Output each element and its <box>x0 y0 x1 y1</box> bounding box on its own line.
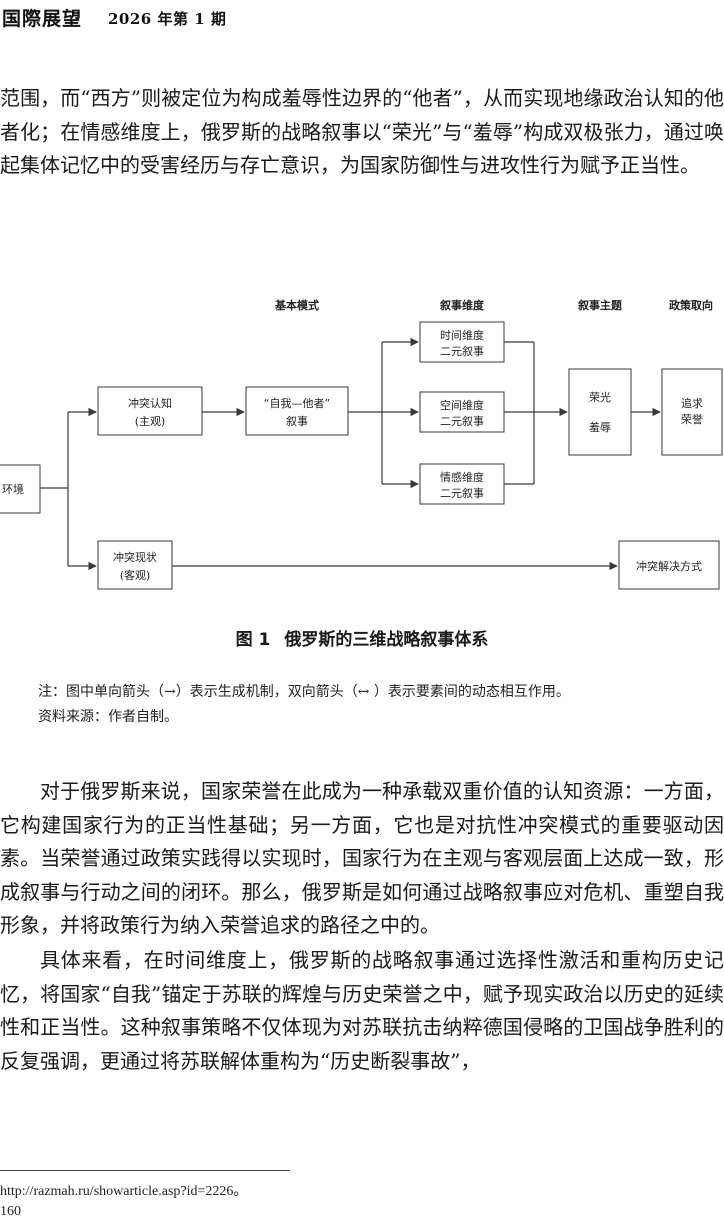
header-basic-mode: 基本模式 <box>274 298 319 312</box>
paragraph-3: 具体来看，在时间维度上，俄罗斯的战略叙事通过选择性激活和重构历史记忆，将国家“自… <box>0 948 724 1073</box>
emotion-dimension-sub: 二元叙事 <box>440 486 484 500</box>
self-other-label: “自我—他者” <box>264 397 330 410</box>
figure-1: 基本模式 叙事维度 叙事主题 政策取向 环境 冲突认知 (主观) “自我—他者”… <box>0 285 724 620</box>
paragraph-2: 对于俄罗斯来说，国家荣誉在此成为一种承载双重价值的认知资源：一方面，它构建国家行… <box>0 779 724 937</box>
conflict-status-label: 冲突现状 <box>113 550 157 564</box>
themes-box <box>568 368 632 456</box>
emotion-dimension-box <box>419 463 505 505</box>
header-narrative-theme: 叙事主题 <box>578 298 623 312</box>
narrative-diagram: 基本模式 叙事维度 叙事主题 政策取向 环境 冲突认知 (主观) “自我—他者”… <box>0 298 723 590</box>
theme-glory: 荣光 <box>589 390 611 404</box>
figure-caption: 图 1 俄罗斯的三维战略叙事体系 <box>0 625 724 650</box>
emotion-dimension-label: 情感维度 <box>440 470 484 484</box>
time-dimension-box <box>419 321 505 363</box>
self-other-box <box>245 386 349 436</box>
environment-box <box>0 464 41 514</box>
figure-source: 资料来源：作者自制。 <box>38 709 178 725</box>
header-narrative-dimension: 叙事维度 <box>440 298 485 312</box>
space-dimension-label: 空间维度 <box>440 398 484 412</box>
conflict-resolution-box <box>618 540 720 590</box>
footnote: http://razmah.ru/showarticle.asp?id=2226… <box>0 1184 248 1199</box>
conflict-cognition-box <box>97 386 203 436</box>
conflict-status-box <box>97 540 173 590</box>
figure-title: 俄罗斯的三维战略叙事体系 <box>284 630 489 650</box>
conflict-cognition-label: 冲突认知 <box>128 396 172 410</box>
time-dimension-sub: 二元叙事 <box>440 344 484 358</box>
paragraph-1: 范围，而“西方”则被定位为构成羞辱性边界的“他者”，从而实现地缘政治认知的他者化… <box>0 86 724 177</box>
header-policy-orientation: 政策取向 <box>669 298 713 312</box>
space-dimension-sub: 二元叙事 <box>440 414 484 428</box>
policy-box <box>661 368 723 456</box>
policy-sub: 荣誉 <box>681 412 703 426</box>
conflict-cognition-sub: (主观) <box>135 415 166 428</box>
space-dimension-box <box>419 391 505 433</box>
time-dimension-label: 时间维度 <box>440 328 484 342</box>
page-number: 160 <box>0 1204 21 1219</box>
figure-number: 图 1 <box>235 630 271 650</box>
journal-logo: 国際展望 <box>2 8 83 30</box>
theme-humiliation: 羞辱 <box>589 420 611 434</box>
footnote-rule <box>0 1170 290 1171</box>
self-other-sub: 叙事 <box>286 414 308 428</box>
page-header: 国際展望 2026 年第 1 期 <box>0 4 724 32</box>
issue-label: 2026 年第 1 期 <box>108 10 227 28</box>
conflict-resolution-label: 冲突解决方式 <box>636 559 702 573</box>
figure-note: 注：图中单向箭头（→）表示生成机制，双向箭头（↔ ）表示要素间的动态相互作用。 <box>38 684 570 700</box>
policy-label: 追求 <box>681 396 703 410</box>
environment-label: 环境 <box>2 482 24 496</box>
conflict-status-sub: (客观) <box>120 568 151 582</box>
